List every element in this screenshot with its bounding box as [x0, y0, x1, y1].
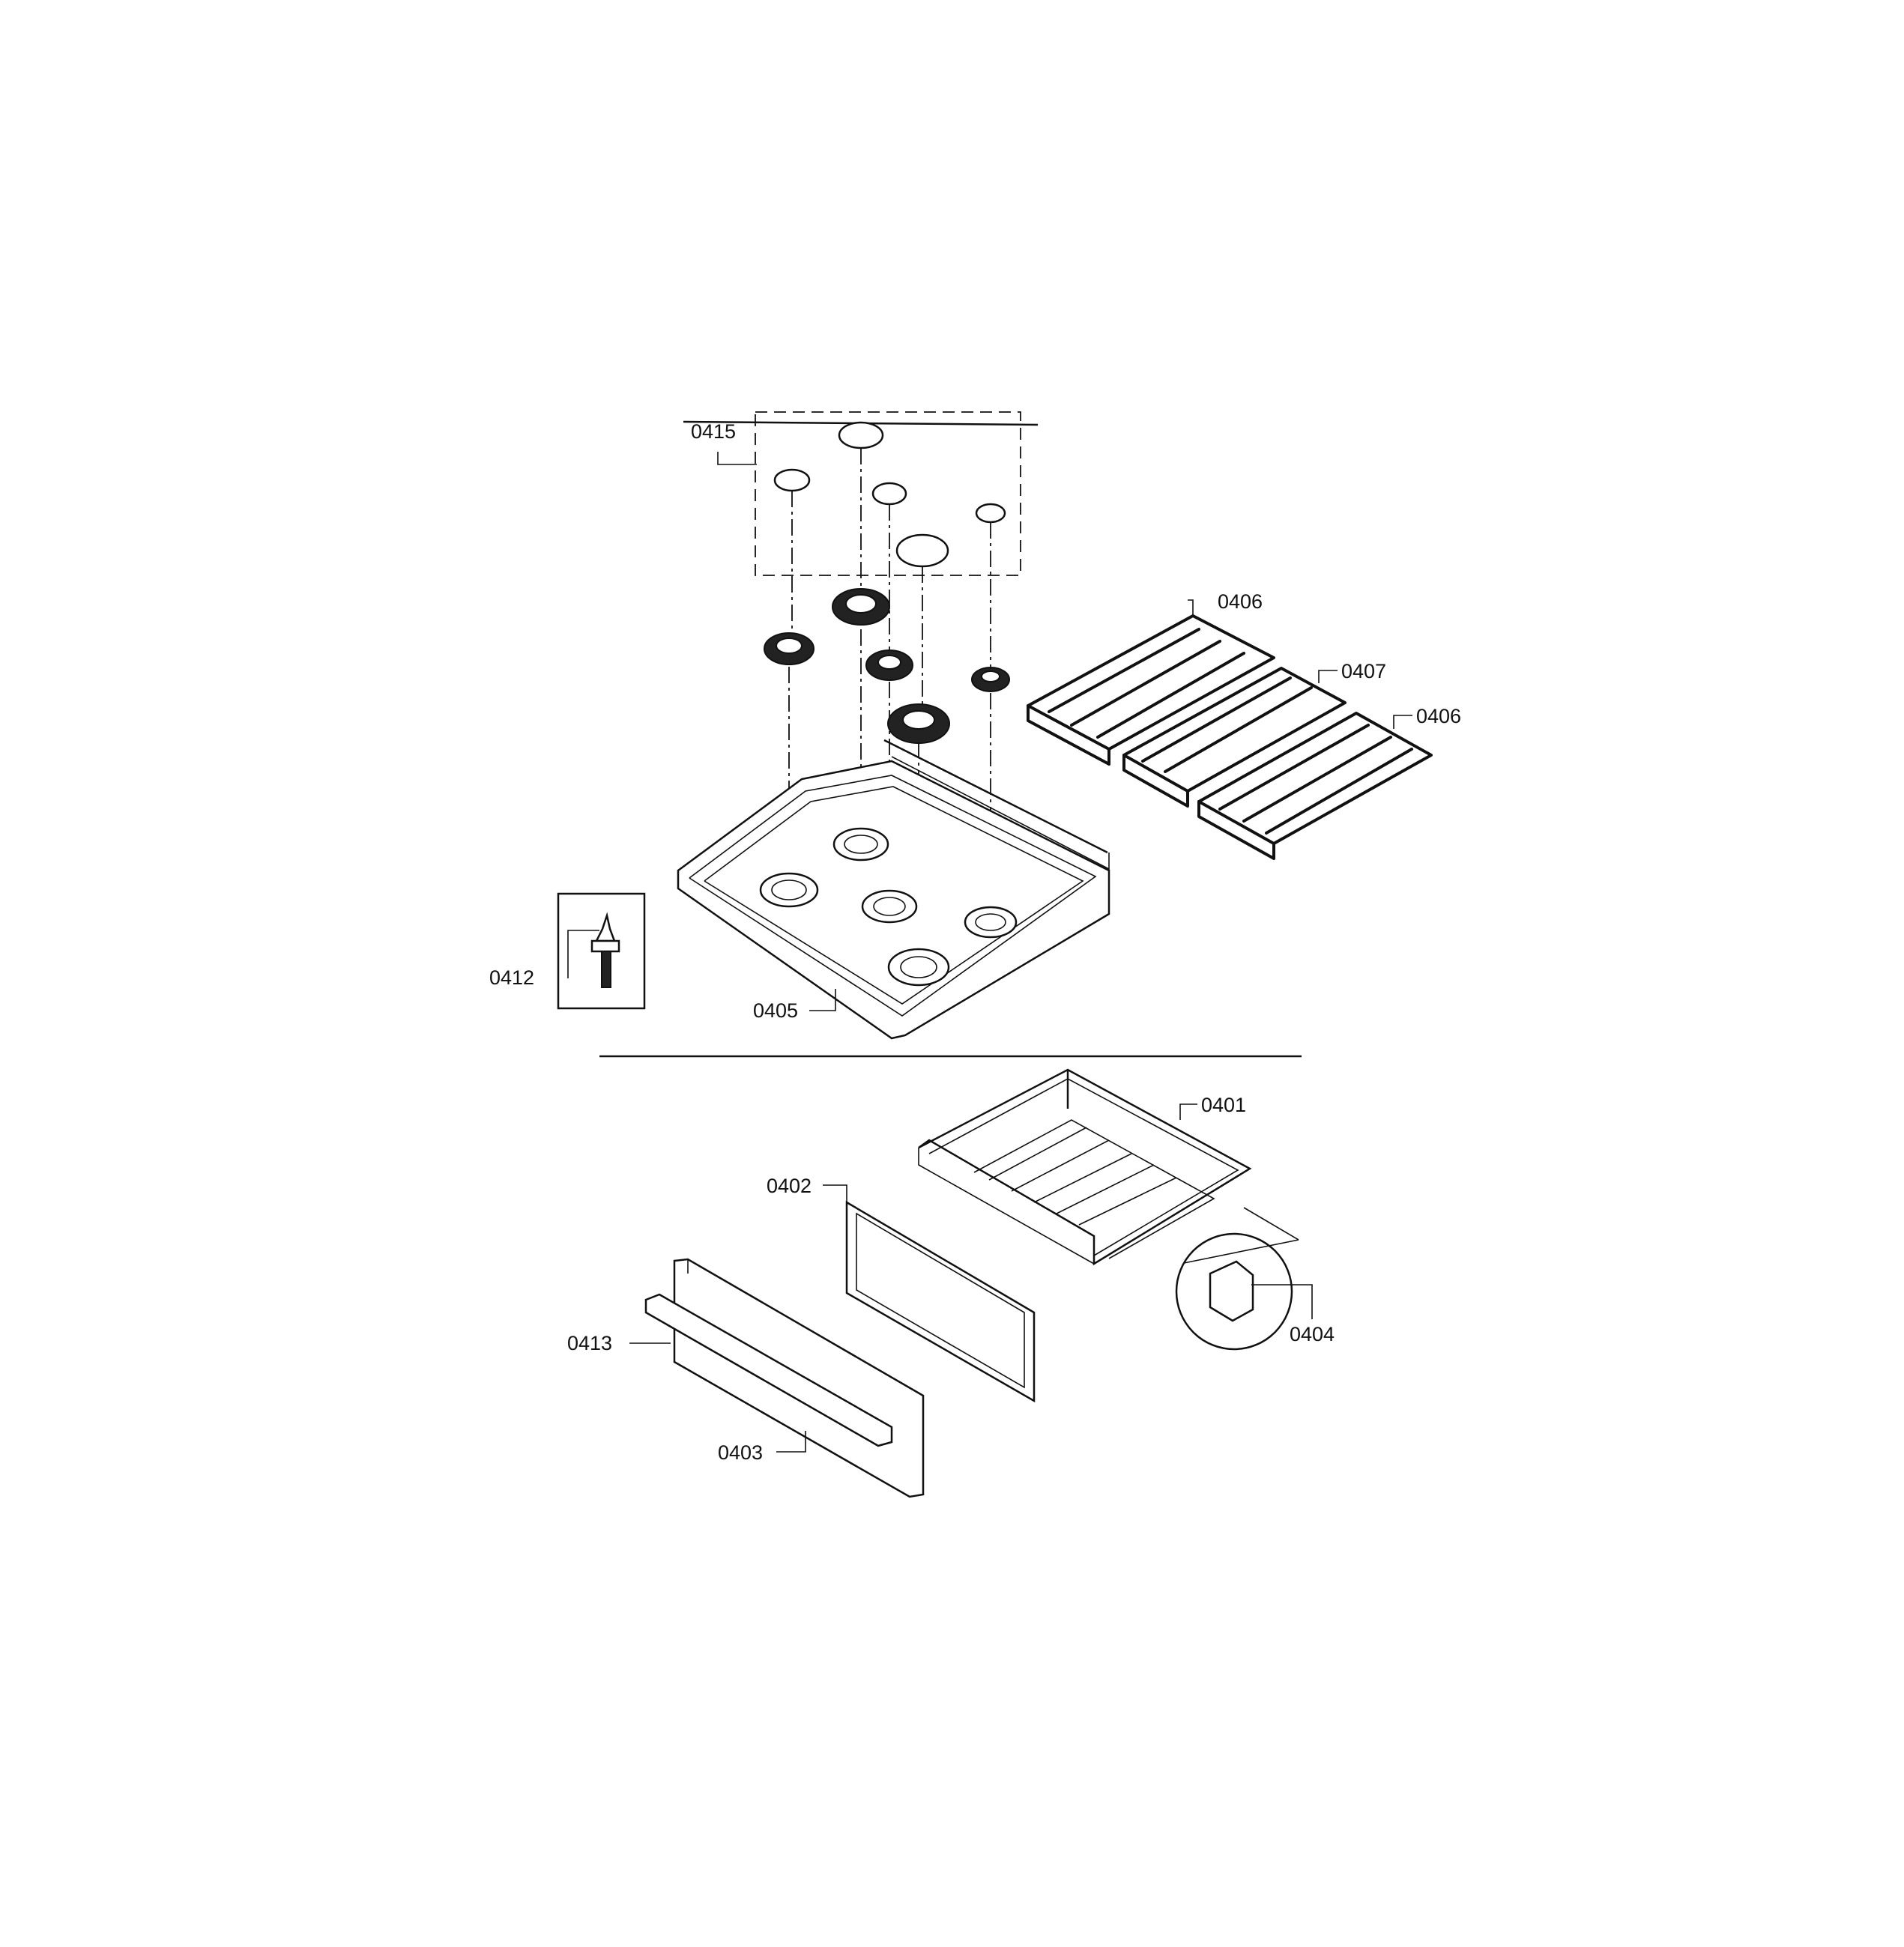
callout-0404: 0404	[1290, 1323, 1335, 1345]
burner-caps-group	[683, 411, 1039, 576]
grate-right	[1197, 712, 1433, 860]
burner-cap-large-front	[895, 533, 949, 568]
callout-0402: 0402	[767, 1175, 812, 1197]
callout-labels: 0415 0406 0407 0406 0412 0405 0401 0402 …	[489, 420, 1461, 1464]
callout-0412: 0412	[489, 966, 534, 989]
drawer-liner-panel	[845, 1200, 1036, 1403]
burner-cap-small-mid	[871, 482, 907, 506]
grate-middle	[1122, 667, 1347, 808]
burner-cap-small-right	[975, 503, 1006, 524]
callout-0415: 0415	[691, 420, 736, 443]
burner-cap-large-top	[838, 421, 884, 449]
callout-0406-top: 0406	[1218, 590, 1263, 613]
glide-detail	[1175, 1207, 1299, 1351]
callout-leaders	[567, 452, 1412, 1453]
callout-0406-right: 0406	[1416, 705, 1461, 727]
grate-left	[1027, 614, 1275, 766]
drawer-handle	[644, 1293, 893, 1447]
burner-cap-small-left	[773, 468, 811, 492]
burner-head-right	[971, 667, 1010, 692]
drawer-box	[918, 1068, 1252, 1266]
burner-head-left	[764, 632, 815, 665]
callout-0401: 0401	[1201, 1094, 1246, 1116]
electrode-detail	[557, 892, 646, 1010]
callout-0403: 0403	[718, 1441, 763, 1464]
burner-heads	[764, 588, 1010, 744]
callout-0405: 0405	[753, 999, 798, 1022]
burner-head-front	[887, 703, 950, 744]
burner-head-mid	[865, 649, 913, 681]
callout-0407: 0407	[1341, 660, 1386, 682]
burner-head-top	[832, 588, 890, 626]
grates	[1027, 614, 1433, 860]
callout-0413: 0413	[567, 1332, 612, 1354]
cooktop	[677, 739, 1110, 1040]
